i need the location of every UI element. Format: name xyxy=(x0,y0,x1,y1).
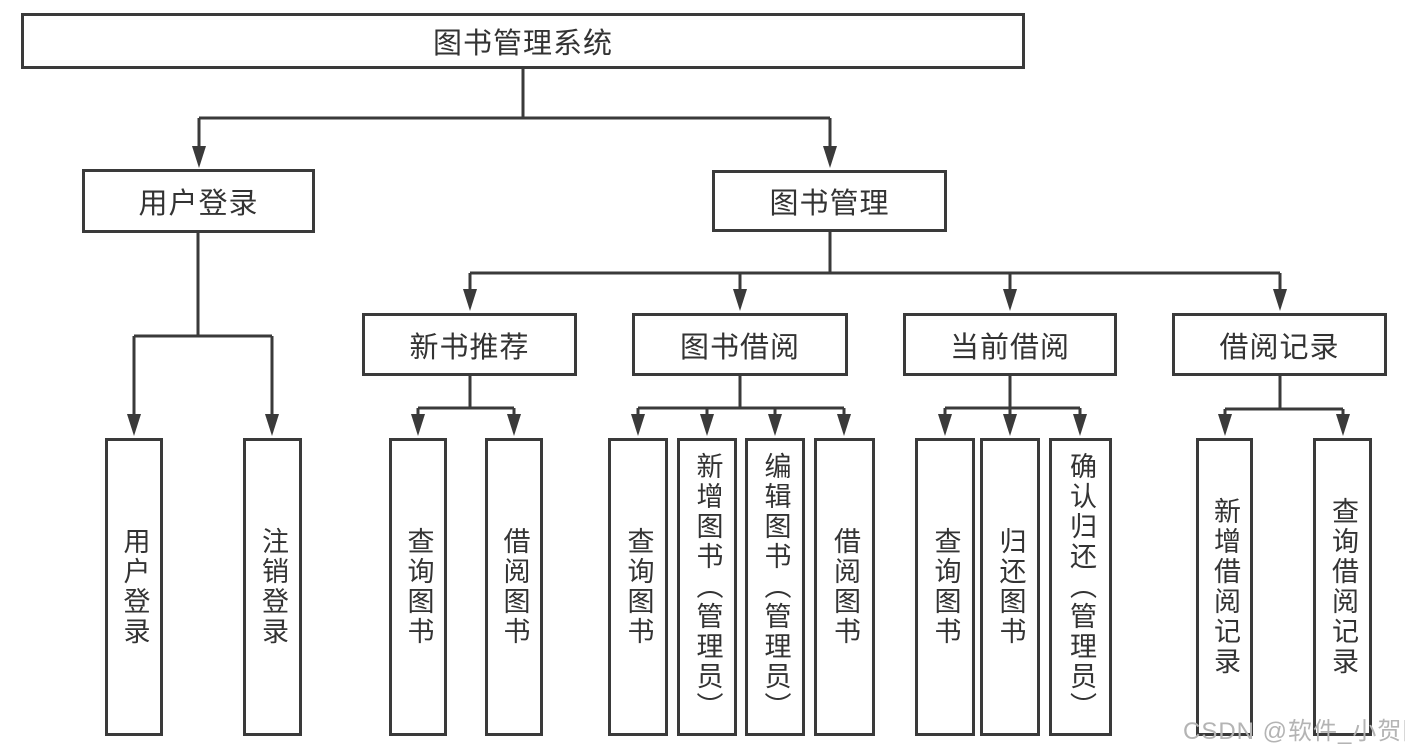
leaf-user-login-label: 用户登录 xyxy=(119,527,150,647)
leaf-current-confirm-return-admin: 确认归还（管理员） xyxy=(1049,438,1112,736)
leaf-borrow-add-books-admin-label: 新增图书（管理员） xyxy=(692,452,723,722)
node-current-borrow: 当前借阅 xyxy=(903,313,1117,376)
node-root-system: 图书管理系统 xyxy=(21,13,1025,69)
leaf-newbook-borrow-books: 借阅图书 xyxy=(485,438,543,736)
leaf-borrow-edit-books-admin: 编辑图书（管理员） xyxy=(745,438,805,736)
leaf-newbook-query-books: 查询图书 xyxy=(389,438,447,736)
leaf-record-query-record: 查询借阅记录 xyxy=(1313,438,1372,736)
leaf-record-add-record: 新增借阅记录 xyxy=(1196,438,1253,736)
leaf-current-query-books-label: 查询图书 xyxy=(930,527,961,647)
node-borrow-record-label: 借阅记录 xyxy=(1219,331,1340,364)
leaf-logout-label: 注销登录 xyxy=(258,527,289,647)
leaf-borrow-query-books-label: 查询图书 xyxy=(623,527,654,647)
leaf-newbook-borrow-books-label: 借阅图书 xyxy=(499,527,530,647)
leaf-borrow-borrow-books: 借阅图书 xyxy=(814,438,875,736)
leaf-current-confirm-return-admin-label: 确认归还（管理员） xyxy=(1066,452,1097,722)
node-book-management: 图书管理 xyxy=(712,170,947,232)
node-book-management-label: 图书管理 xyxy=(769,188,890,220)
leaf-record-add-record-label: 新增借阅记录 xyxy=(1210,497,1241,677)
node-new-book-recommend-label: 新书推荐 xyxy=(409,331,530,364)
leaf-borrow-edit-books-admin-label: 编辑图书（管理员） xyxy=(760,452,791,722)
node-user-login-label: 用户登录 xyxy=(138,188,259,220)
leaf-logout: 注销登录 xyxy=(243,438,302,736)
leaf-newbook-query-books-label: 查询图书 xyxy=(403,527,434,647)
leaf-borrow-add-books-admin: 新增图书（管理员） xyxy=(677,438,737,736)
node-root-system-label: 图书管理系统 xyxy=(432,28,613,60)
leaf-current-return-books: 归还图书 xyxy=(980,438,1040,736)
csdn-watermark: CSDN @软件_小贺同学 xyxy=(1183,718,1405,745)
node-book-borrow: 图书借阅 xyxy=(632,313,848,376)
leaf-record-query-record-label: 查询借阅记录 xyxy=(1328,497,1359,677)
leaf-borrow-query-books: 查询图书 xyxy=(608,438,668,736)
node-book-borrow-label: 图书借阅 xyxy=(679,331,800,364)
node-new-book-recommend: 新书推荐 xyxy=(362,313,577,376)
leaf-current-return-books-label: 归还图书 xyxy=(995,527,1026,647)
node-current-borrow-label: 当前借阅 xyxy=(949,331,1070,364)
node-user-login: 用户登录 xyxy=(82,169,315,233)
leaf-user-login: 用户登录 xyxy=(105,438,163,736)
leaf-current-query-books: 查询图书 xyxy=(915,438,975,736)
leaf-borrow-borrow-books-label: 借阅图书 xyxy=(830,527,861,647)
node-borrow-record: 借阅记录 xyxy=(1172,313,1387,376)
